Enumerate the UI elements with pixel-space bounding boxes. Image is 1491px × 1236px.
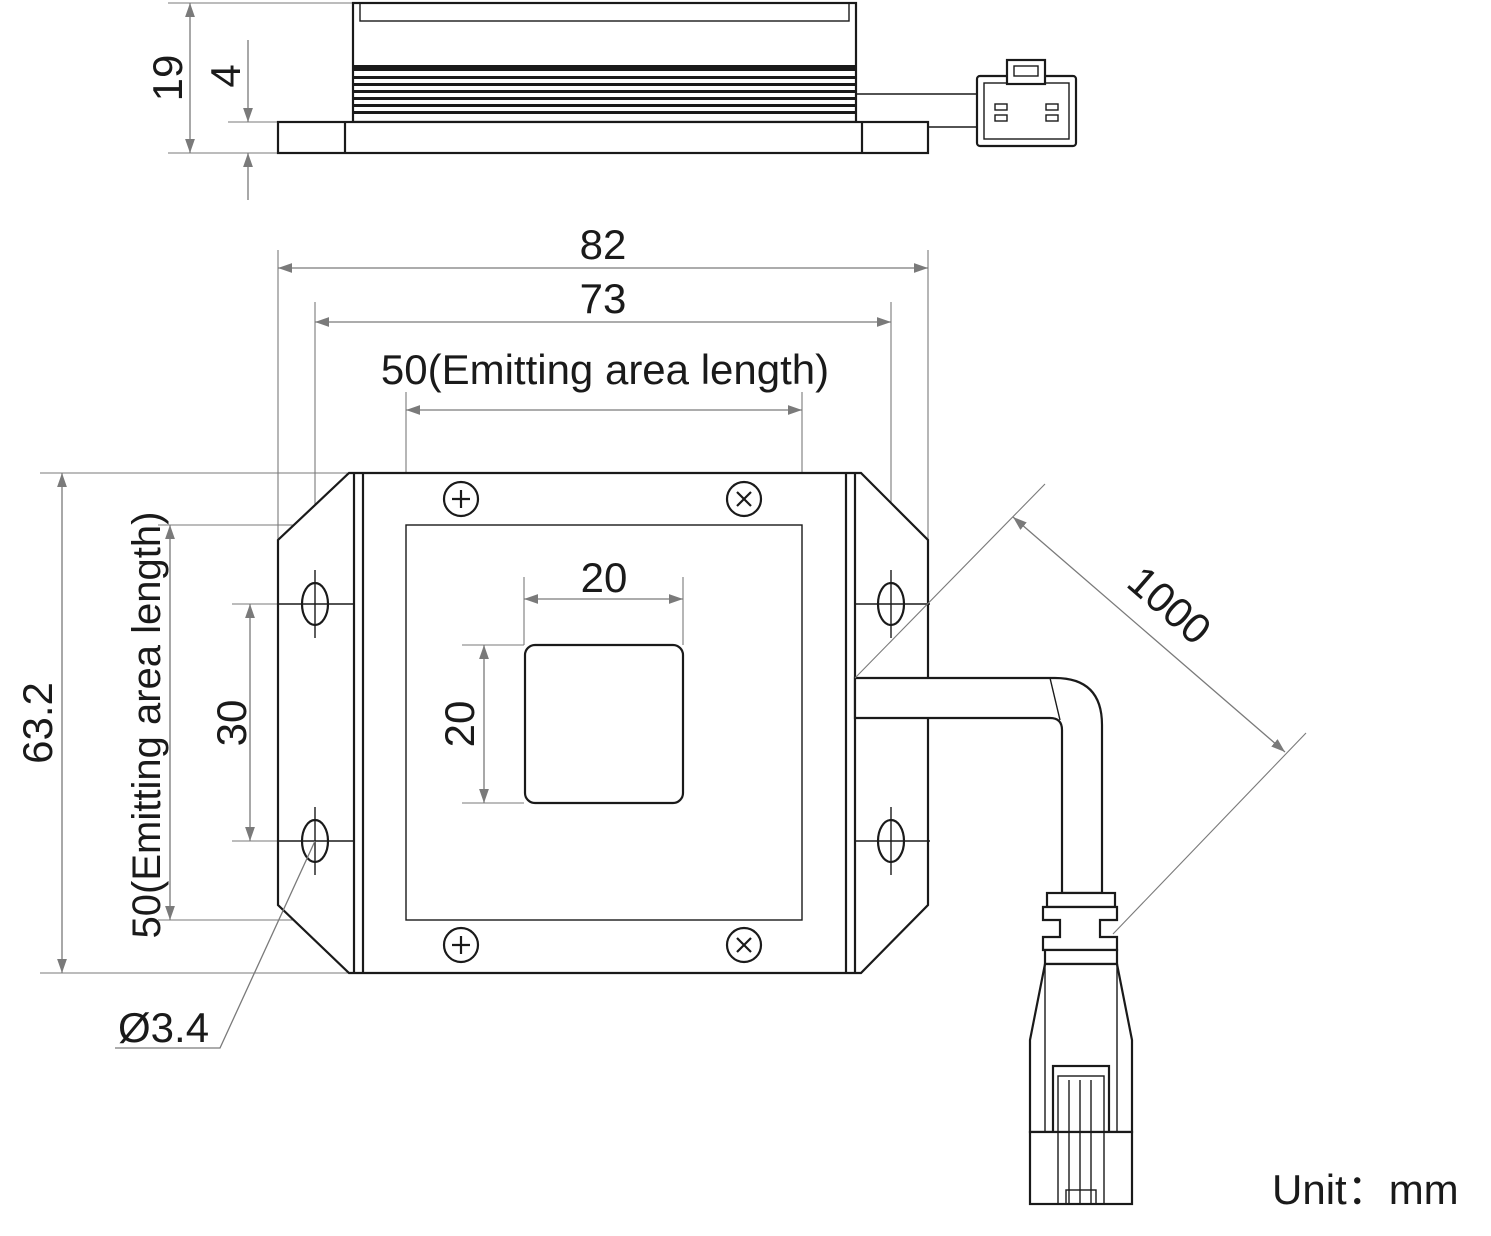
dim-width-total: 82 [580,221,627,268]
dim-hole-spacing-y: 30 [208,700,255,747]
dim-emitting-height: 50(Emitting area length) [125,512,169,939]
screw-bottom-right [725,926,763,964]
dim-cable-length: 1000 [1119,557,1220,654]
side-view: 19 4 [144,1,1078,200]
dim-hole-spacing-x: 73 [580,275,627,322]
side-base-plate [276,120,930,155]
mount-hole-bottom-right [855,807,930,875]
dim-height-total: 63.2 [14,682,61,764]
dim-window-width: 20 [581,554,628,601]
dim-emitting-width: 50(Emitting area length) [381,346,829,393]
side-connector [975,58,1078,148]
emitting-area [405,524,803,921]
screw-top-left [442,480,480,518]
cable-connector [1028,891,1134,1206]
dim-side-height-base: 4 [202,64,249,87]
mount-hole-top-right [855,570,930,638]
screw-bottom-left [442,926,480,964]
screw-top-right [725,480,763,518]
emitting-window [523,643,685,805]
base-plate-outline [276,471,930,975]
mount-hole-top-left [278,570,354,638]
dim-hole-diameter: Ø3.4 [118,1004,209,1051]
hole-diameter-leader [115,840,316,1049]
unit-label: Unit：mm [1272,1166,1459,1213]
dim-side-height-total: 19 [144,55,191,102]
dim-window-height: 20 [436,701,483,748]
top-view: 82 73 50(Emitting area length) 63.2 50(E… [14,221,1307,1206]
